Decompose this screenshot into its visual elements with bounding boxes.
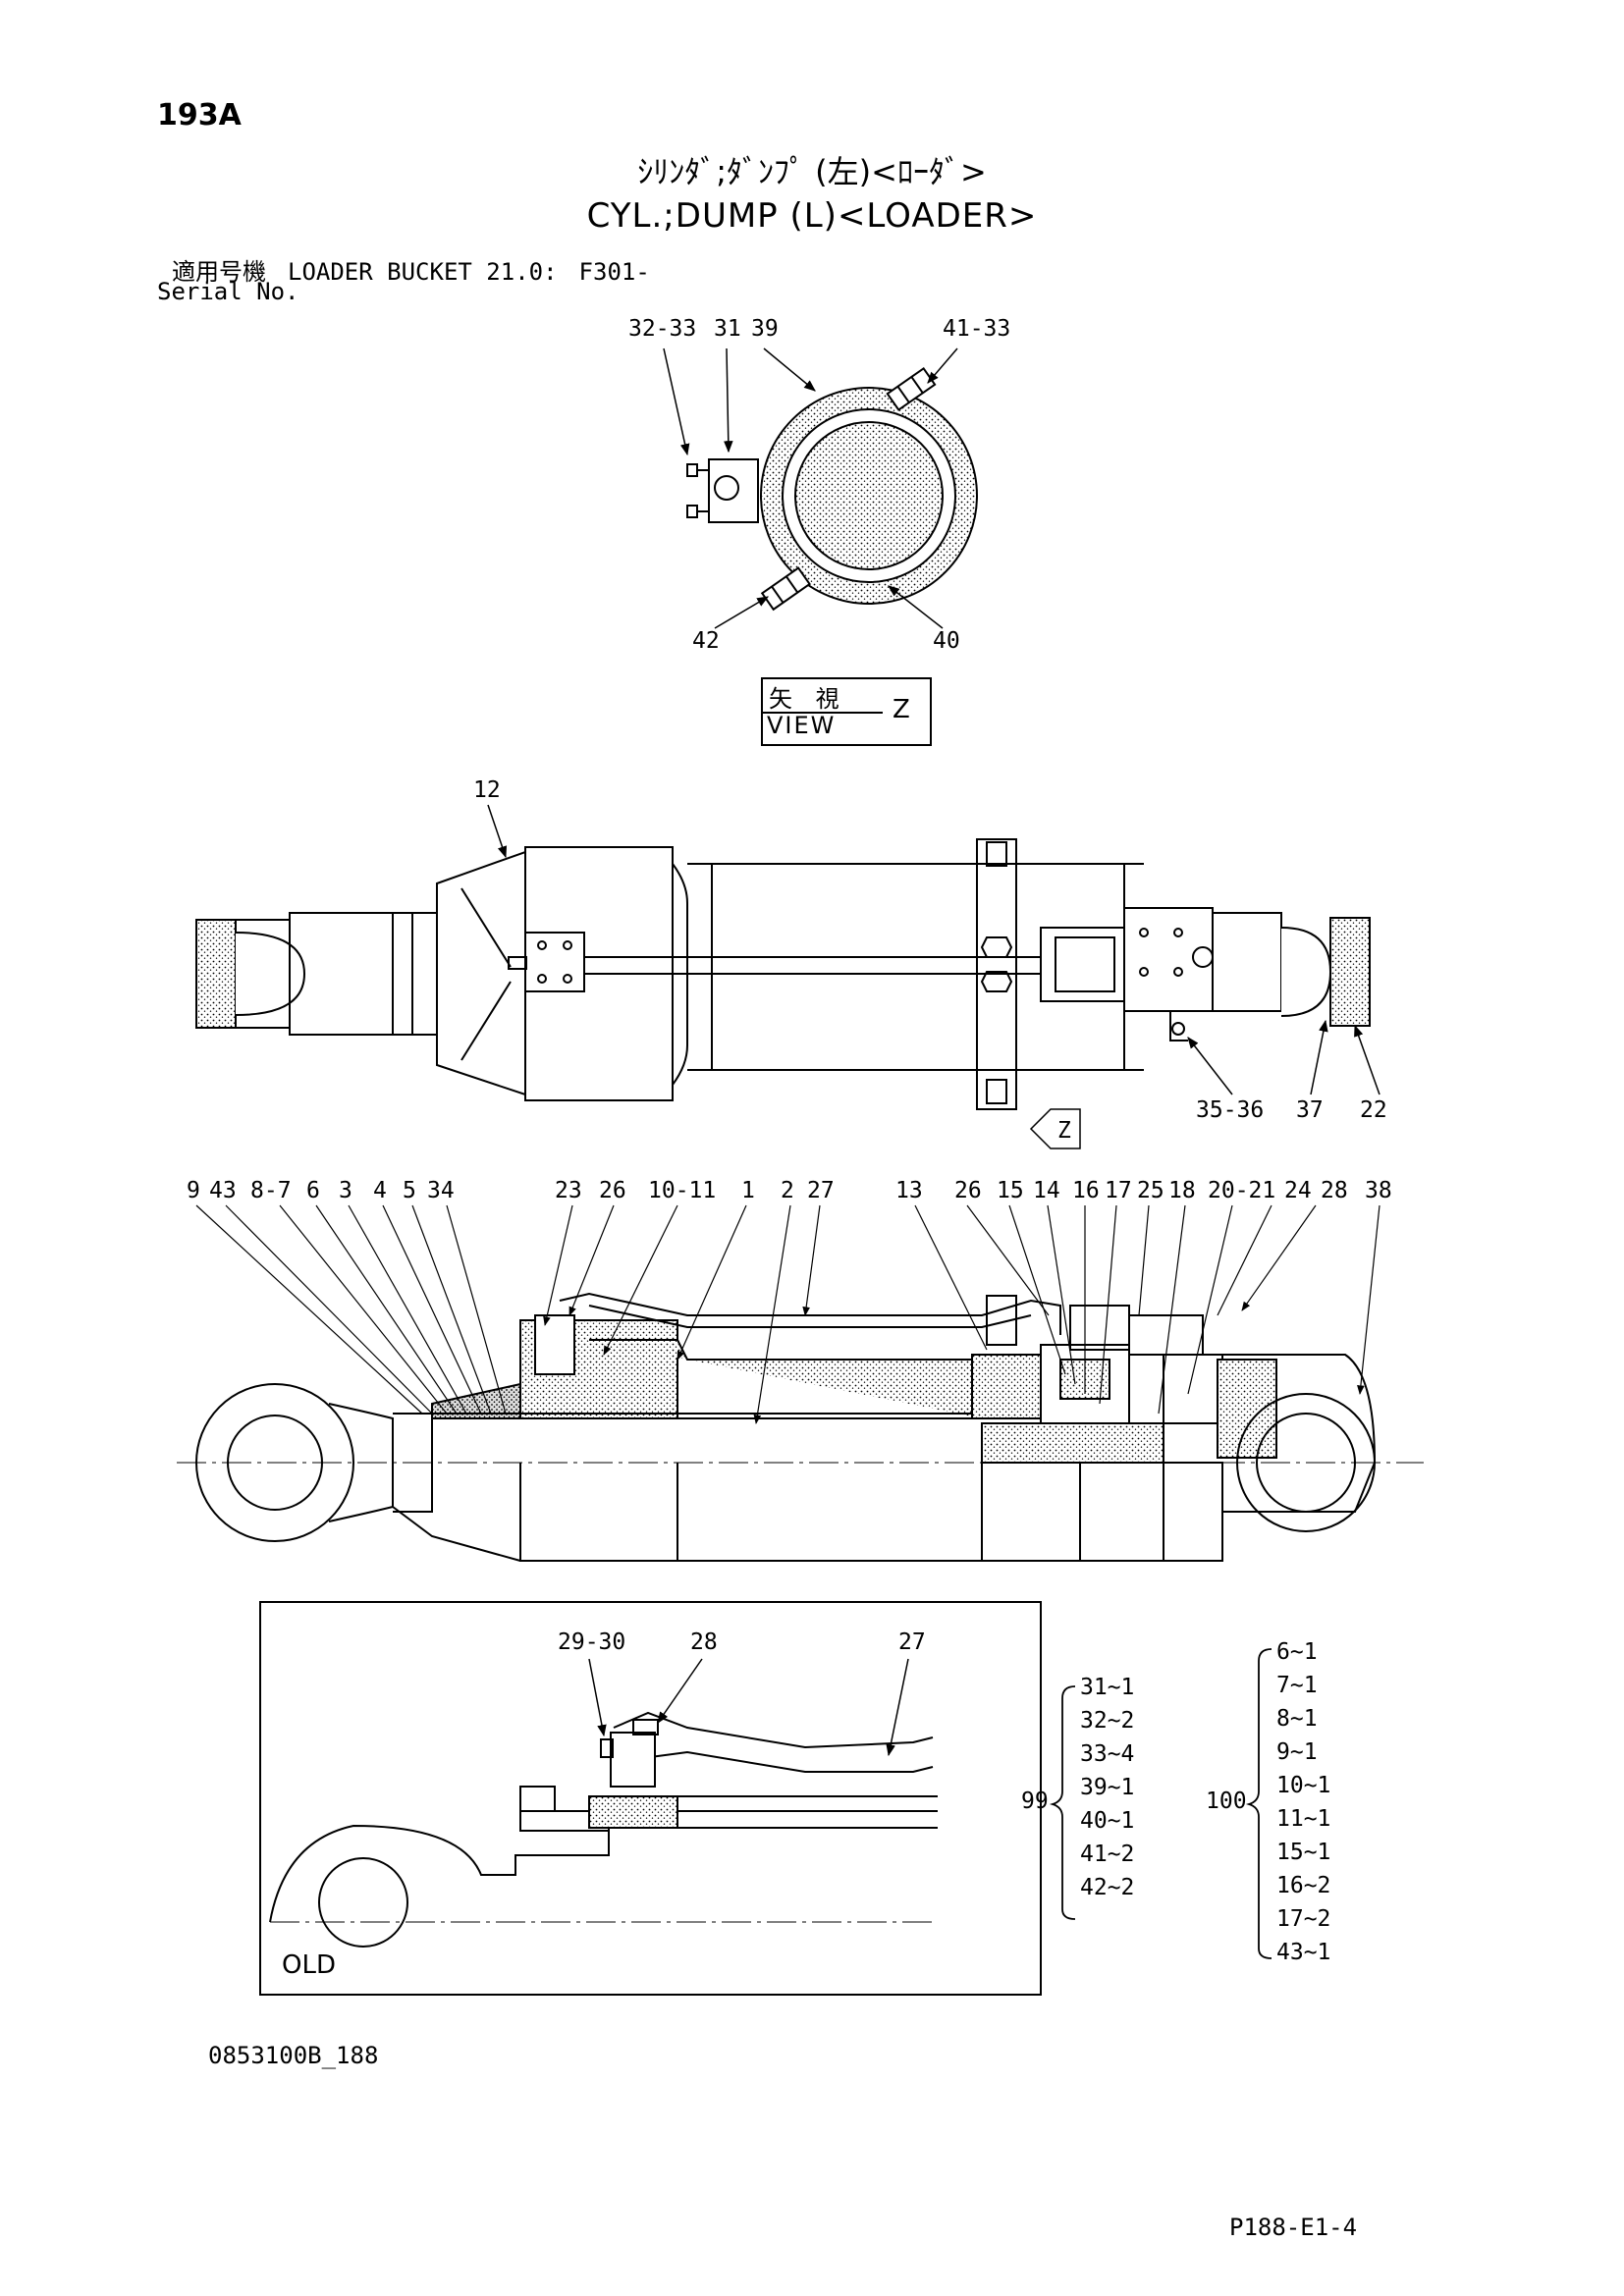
document-code: 0853100B_188 bbox=[208, 2042, 379, 2069]
callout-27: 27 bbox=[807, 1178, 835, 1203]
callout-17: 17 bbox=[1105, 1178, 1132, 1203]
kit-99-item: 32~2 bbox=[1080, 1708, 1135, 1734]
view-z-drawing bbox=[686, 366, 978, 612]
callout-12: 12 bbox=[473, 777, 501, 803]
callout-31: 31 bbox=[714, 316, 741, 342]
callout-14: 14 bbox=[1033, 1178, 1060, 1203]
sheet-code: P188-E1-4 bbox=[1229, 2214, 1358, 2241]
view-direction-z: Z bbox=[1057, 1118, 1071, 1144]
old-inset bbox=[259, 1601, 1042, 1996]
callout-20-21: 20-21 bbox=[1208, 1178, 1275, 1203]
callout-5: 5 bbox=[403, 1178, 416, 1203]
kit-99-item: 39~1 bbox=[1080, 1775, 1135, 1800]
section-view-labels: 9 43 8-7 6 3 4 5 34 23 26 10-11 1 2 27 1… bbox=[187, 1178, 1392, 1203]
kit-braces bbox=[1049, 1648, 1272, 1959]
kit-100-item: 17~2 bbox=[1276, 1906, 1331, 1932]
callout-40: 40 bbox=[933, 628, 960, 654]
applicable-label: 適用号機 bbox=[172, 258, 266, 286]
top-view-leaders bbox=[487, 804, 1380, 1149]
callout-2: 2 bbox=[781, 1178, 794, 1203]
callout-32-33: 32-33 bbox=[628, 316, 696, 342]
kit-100-number: 100 bbox=[1206, 1789, 1247, 1814]
callout-39: 39 bbox=[751, 316, 779, 342]
view-label-en: VIEW bbox=[767, 712, 837, 739]
callout-15: 15 bbox=[997, 1178, 1024, 1203]
section-view-drawing bbox=[177, 1292, 1424, 1562]
view-z-labels: 32-33 31 39 41-33 42 40 bbox=[628, 316, 1010, 654]
callout-28-old: 28 bbox=[690, 1629, 718, 1655]
callout-18: 18 bbox=[1168, 1178, 1196, 1203]
kit-100-item: 10~1 bbox=[1276, 1773, 1331, 1798]
callout-26-right: 26 bbox=[954, 1178, 982, 1203]
kit-99-number: 99 bbox=[1021, 1789, 1049, 1814]
top-view-drawing bbox=[195, 838, 1371, 1110]
view-label-jp: 矢 視 bbox=[769, 685, 847, 713]
callout-35-36: 35-36 bbox=[1196, 1097, 1264, 1123]
kit-100-item: 15~1 bbox=[1276, 1840, 1331, 1865]
kit-100-item: 7~1 bbox=[1276, 1673, 1318, 1698]
kit-100-item: 11~1 bbox=[1276, 1806, 1331, 1832]
callout-22: 22 bbox=[1360, 1097, 1387, 1123]
view-z-leaders bbox=[663, 347, 958, 629]
callout-9: 9 bbox=[187, 1178, 200, 1203]
kit-99-item: 33~4 bbox=[1080, 1741, 1135, 1767]
callout-6: 6 bbox=[306, 1178, 320, 1203]
applicable-model: LOADER BUCKET 21.0: bbox=[288, 258, 558, 286]
applicable-models: 適用号機 LOADER BUCKET 21.0: F301- bbox=[172, 252, 672, 287]
callout-42: 42 bbox=[692, 628, 720, 654]
page-number: 193A bbox=[157, 98, 242, 133]
callout-1: 1 bbox=[741, 1178, 755, 1203]
callout-27-old: 27 bbox=[898, 1629, 926, 1655]
kit-99-item: 31~1 bbox=[1080, 1675, 1135, 1700]
callout-28: 28 bbox=[1321, 1178, 1348, 1203]
callout-8-7: 8-7 bbox=[250, 1178, 292, 1203]
callout-43: 43 bbox=[209, 1178, 237, 1203]
callout-38: 38 bbox=[1365, 1178, 1392, 1203]
kit-99-item: 41~2 bbox=[1080, 1842, 1135, 1867]
old-inset-labels: 29-30 28 27 bbox=[558, 1629, 926, 1655]
section-view-leaders bbox=[195, 1204, 1380, 1424]
callout-25: 25 bbox=[1137, 1178, 1164, 1203]
serial-label: Serial No. bbox=[157, 278, 299, 305]
kit-99-item: 42~2 bbox=[1080, 1875, 1135, 1900]
callout-37: 37 bbox=[1296, 1097, 1324, 1123]
kit-100-item: 16~2 bbox=[1276, 1873, 1331, 1898]
callout-23: 23 bbox=[555, 1178, 582, 1203]
callout-41-33: 41-33 bbox=[943, 316, 1010, 342]
callout-4: 4 bbox=[373, 1178, 387, 1203]
callout-29-30: 29-30 bbox=[558, 1629, 625, 1655]
callout-16: 16 bbox=[1072, 1178, 1100, 1203]
callout-13: 13 bbox=[895, 1178, 923, 1203]
title-english: CYL.;DUMP (L)<LOADER> bbox=[586, 196, 1038, 236]
kit-100-item: 9~1 bbox=[1276, 1739, 1318, 1765]
view-letter: Z bbox=[893, 695, 910, 724]
top-view-labels: 12 35-36 37 22 Z bbox=[473, 777, 1387, 1144]
old-inset-leaders bbox=[588, 1658, 909, 1757]
old-inset-label: OLD bbox=[282, 1950, 336, 1980]
applicable-serial: F301- bbox=[578, 258, 650, 286]
callout-10-11: 10-11 bbox=[648, 1178, 716, 1203]
view-box-divider bbox=[763, 712, 883, 714]
callout-34: 34 bbox=[427, 1178, 455, 1203]
callout-3: 3 bbox=[339, 1178, 352, 1203]
view-z-box: 矢 視 VIEW Z bbox=[761, 677, 932, 746]
callout-26-left: 26 bbox=[599, 1178, 626, 1203]
title-japanese: ｼﾘﾝﾀﾞ;ﾀﾞﾝﾌﾟ (左)<ﾛｰﾀﾞ> bbox=[637, 153, 987, 190]
kit-99-item: 40~1 bbox=[1080, 1808, 1135, 1834]
callout-24: 24 bbox=[1284, 1178, 1312, 1203]
kit-100-item: 43~1 bbox=[1276, 1940, 1331, 1965]
kit-100-item: 8~1 bbox=[1276, 1706, 1318, 1732]
kit-100-item: 6~1 bbox=[1276, 1639, 1318, 1665]
